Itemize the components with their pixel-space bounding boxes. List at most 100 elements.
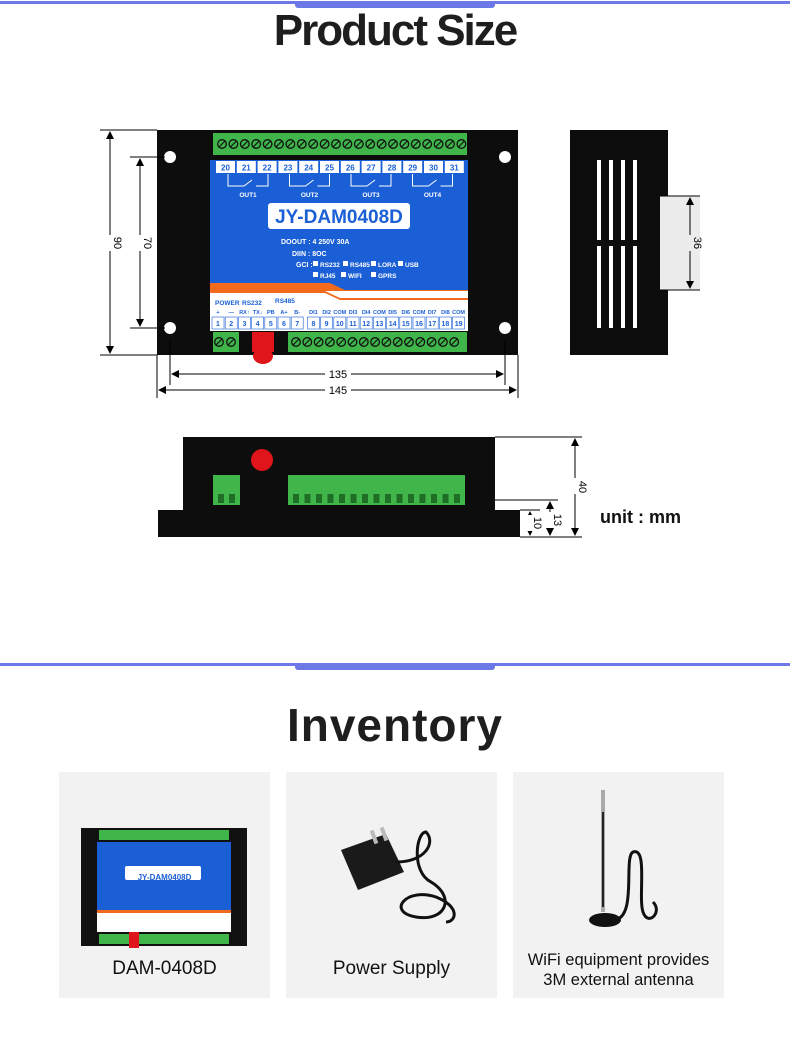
terminal-label: DI5 [388, 310, 397, 316]
terminal-label: DI1 [309, 310, 318, 316]
terminal-pin [293, 494, 299, 503]
screw-icon [274, 139, 284, 149]
dim-90: 90 [111, 237, 123, 249]
terminal-label: RX↑ [239, 310, 250, 316]
terminal-pin [304, 494, 311, 503]
terminal-number: 17 [428, 321, 436, 328]
screw-icon [217, 139, 227, 149]
terminal-label: + [216, 310, 219, 316]
terminal-number: 30 [429, 164, 438, 173]
terminal-number: 18 [442, 321, 450, 328]
screw-icon [228, 139, 239, 149]
screw-icon [291, 337, 301, 347]
screw-icon [308, 139, 319, 149]
terminal-number: 25 [325, 164, 334, 173]
terminal-number: 23 [283, 164, 292, 173]
terminal-number: 14 [389, 321, 397, 328]
screw-icon [313, 337, 324, 347]
terminal-number: 3 [242, 321, 246, 328]
terminal-pin [362, 494, 368, 503]
screw-icon [302, 337, 313, 347]
terminal-label: TX↓ [253, 310, 263, 316]
section-title-product-size: Product Size [273, 6, 519, 55]
terminal-pin [316, 494, 322, 503]
terminal-pin [419, 494, 426, 503]
terminal-number: 10 [336, 321, 344, 328]
terminal-label: B- [294, 310, 300, 316]
front-view: 40 13 10 [158, 436, 588, 538]
terminal-number: 31 [450, 164, 459, 173]
screw-icon [319, 139, 330, 149]
checkbox-icon [313, 261, 318, 266]
terminal-label: COM [452, 310, 465, 316]
spec-do: DOOUT : 4 250V 30A [281, 239, 349, 246]
screw-icon [365, 139, 376, 149]
module-model-label: JY-DAM0408D [137, 873, 192, 882]
power-adapter-image [341, 826, 456, 924]
screw-icon [324, 337, 335, 347]
comm-option: GPRS [378, 273, 397, 280]
terminal-number: 15 [402, 321, 410, 328]
rs485-label: RS485 [275, 298, 295, 305]
terminal-number: 6 [282, 321, 286, 328]
terminal-pin [373, 494, 380, 503]
terminal-number: 27 [367, 164, 376, 173]
relay-symbol [227, 174, 269, 187]
screw-icon [404, 337, 414, 347]
terminal-label: COM [413, 310, 426, 316]
terminal-number: 29 [408, 164, 417, 173]
screw-icon [437, 337, 448, 347]
screw-icon [376, 139, 387, 149]
screw-icon [358, 337, 369, 347]
terminal-number: 28 [387, 164, 396, 173]
screw-icon [353, 139, 364, 149]
screw-icon [433, 139, 444, 149]
terminal-number: 26 [346, 164, 355, 173]
terminal-label: DI2 [322, 310, 331, 316]
terminal-pin [454, 494, 460, 503]
terminal-label: DI7 [428, 310, 437, 316]
terminal-number: 5 [269, 321, 273, 328]
unit-label: unit : mm [600, 507, 681, 527]
spec-di: DIIN : 8OC [292, 251, 327, 258]
terminal-label: DI4 [362, 310, 372, 316]
dim-145: 145 [329, 385, 347, 397]
dim-70: 70 [141, 237, 153, 249]
screw-icon [456, 139, 467, 149]
terminal-number: 9 [325, 321, 329, 328]
screw-icon [331, 139, 341, 149]
antenna-image [589, 790, 658, 927]
inventory-label: WiFi equipment provides 3M external ante… [513, 950, 724, 990]
checkbox-icon [341, 272, 346, 277]
screw-icon [370, 337, 381, 347]
terminal-pin [396, 494, 403, 503]
terminal-label: COM [373, 310, 386, 316]
side-view: 36 [570, 130, 703, 355]
checkbox-icon [371, 261, 376, 266]
screw-icon [449, 337, 460, 347]
screw-icon [381, 337, 392, 347]
terminal-label: — [228, 310, 234, 316]
output-label: OUT2 [301, 192, 319, 199]
terminal-pin [385, 494, 391, 503]
screw-icon [392, 337, 403, 347]
terminal-pin [408, 494, 414, 503]
terminal-number: 11 [349, 321, 357, 328]
terminal-number: 16 [415, 321, 423, 328]
terminal-label: DI3 [349, 310, 358, 316]
checkbox-icon [343, 261, 348, 266]
screw-icon [388, 139, 398, 149]
relay-symbol [350, 174, 392, 187]
terminal-pin [327, 494, 334, 503]
screw-icon [445, 139, 455, 149]
terminal-number: 24 [304, 164, 313, 173]
checkbox-icon [371, 272, 376, 277]
terminal-label: PB [267, 310, 275, 316]
terminal-pin [431, 494, 437, 503]
screw-icon [239, 139, 250, 149]
comm-option: RS485 [350, 262, 370, 269]
terminal-pin [442, 494, 449, 503]
